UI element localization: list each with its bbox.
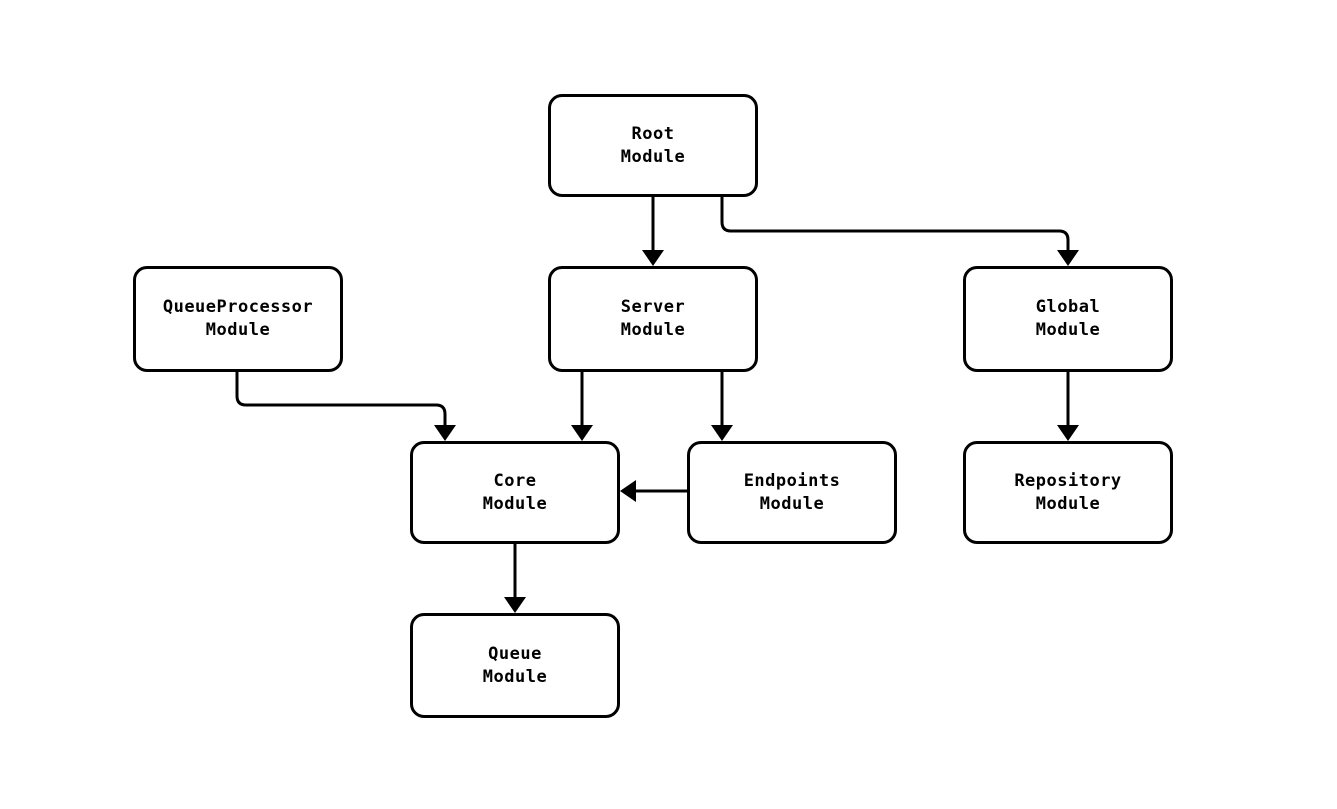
arrowhead-icon [504, 597, 526, 613]
edge-server-endpoints [711, 372, 733, 441]
arrowhead-icon [434, 425, 456, 441]
node-label-endpoints: Endpoints Module [743, 470, 841, 514]
arrowhead-icon [1057, 250, 1079, 266]
node-endpoints[interactable]: Endpoints Module [687, 441, 897, 544]
arrowhead-icon [642, 250, 664, 266]
node-queueprocessor[interactable]: QueueProcessor Module [133, 266, 343, 372]
edge-server-core [571, 372, 593, 441]
node-label-repository: Repository Module [1014, 470, 1122, 514]
node-label-queue: Queue Module [482, 643, 548, 687]
edge-core-queue [504, 544, 526, 613]
node-core[interactable]: Core Module [410, 441, 620, 544]
edge-queueprocessor-core [235, 372, 456, 441]
edge-root-global [720, 197, 1079, 266]
arrowhead-icon [1057, 425, 1079, 441]
arrowhead-icon [620, 480, 636, 502]
edge-endpoints-core [620, 480, 687, 502]
node-label-core: Core Module [482, 470, 548, 514]
arrowhead-icon [711, 425, 733, 441]
node-label-root: Root Module [620, 123, 686, 167]
edge-line [235, 372, 447, 434]
node-label-global: Global Module [1035, 297, 1101, 340]
node-queue[interactable]: Queue Module [410, 613, 620, 718]
node-root[interactable]: Root Module [548, 94, 758, 197]
edge-root-server [642, 197, 664, 266]
node-global[interactable]: Global Module [963, 266, 1173, 372]
edge-global-repository [1057, 372, 1079, 441]
node-label-server: Server Module [620, 297, 686, 340]
node-label-queueprocessor: QueueProcessor Module [162, 297, 314, 340]
node-repository[interactable]: Repository Module [963, 441, 1173, 544]
edge-line [720, 197, 1070, 259]
node-server[interactable]: Server Module [548, 266, 758, 372]
arrowhead-icon [571, 425, 593, 441]
